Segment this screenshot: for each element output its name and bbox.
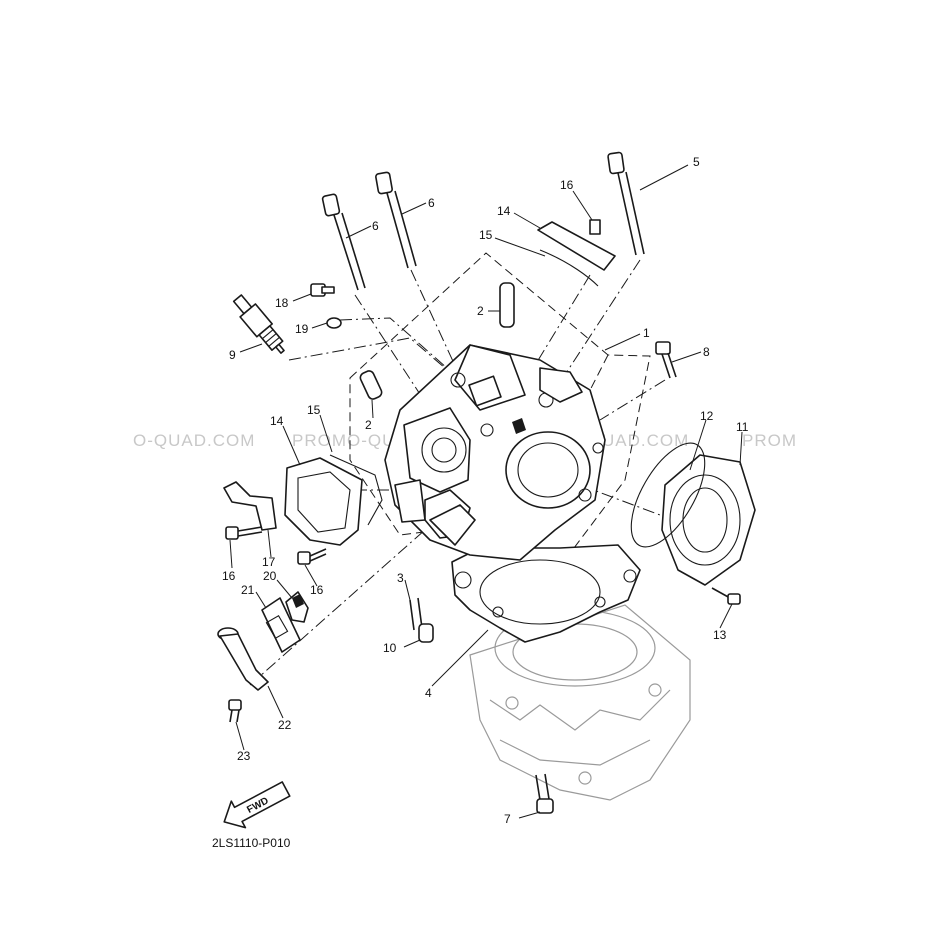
fwd-arrow-icon: FWD	[223, 781, 291, 829]
plate-21	[261, 597, 301, 653]
callout-20: 20	[263, 569, 277, 583]
callout-21: 21	[241, 583, 255, 597]
callout-3: 3	[397, 571, 404, 585]
callout-19: 19	[295, 322, 309, 336]
cap-20	[285, 591, 309, 623]
bolt-23	[228, 699, 242, 723]
stud-3	[409, 597, 423, 631]
dowel-2a	[499, 282, 515, 328]
bolt-8	[655, 341, 677, 379]
head-bolt-6a	[321, 193, 366, 291]
callout-23: 23	[237, 749, 251, 763]
callout-2: 2	[477, 304, 484, 318]
cylinder-head	[384, 344, 606, 561]
holder-11	[661, 454, 756, 586]
washer-19	[326, 317, 342, 329]
pipe-22	[217, 627, 269, 691]
washer-line	[339, 317, 456, 376]
bracket-17	[223, 481, 277, 531]
cylinder-body	[469, 604, 691, 801]
o-ring-12	[630, 442, 706, 548]
callout-numbers: 1 2 2 3 4 5 6 6 7 8 9 10 11 12 13 14 14 …	[222, 155, 749, 826]
callout-2: 2	[365, 418, 372, 432]
cylinder-head-frame	[349, 252, 651, 561]
callout-16: 16	[222, 569, 236, 583]
dowel-2b	[359, 370, 383, 400]
bolt-7	[535, 773, 554, 814]
callout-8: 8	[703, 345, 710, 359]
callout-13: 13	[713, 628, 727, 642]
callout-11: 11	[736, 420, 749, 434]
bolt-13	[711, 587, 741, 605]
spark-plug	[232, 294, 285, 354]
watermark: PROM	[742, 431, 797, 450]
callout-5: 5	[693, 155, 700, 169]
top-cover	[537, 219, 616, 287]
callout-1: 1	[643, 326, 650, 340]
callout-6: 6	[428, 196, 435, 210]
callout-15: 15	[307, 403, 321, 417]
bolt-line	[554, 259, 641, 391]
head-gasket	[451, 544, 641, 643]
callout-14: 14	[497, 204, 511, 218]
bolt-line	[354, 294, 451, 441]
callout-6: 6	[372, 219, 379, 233]
callout-15: 15	[479, 228, 493, 242]
bolt-16-top	[589, 219, 601, 235]
callout-14: 14	[270, 414, 284, 428]
callout-7: 7	[504, 812, 511, 826]
dowel-10	[418, 623, 434, 643]
bolt-18	[310, 283, 335, 297]
callout-16: 16	[310, 583, 324, 597]
diagram-code: 2LS1110-P010	[212, 836, 291, 850]
bolt-16-left	[225, 526, 263, 540]
callout-4: 4	[425, 686, 432, 700]
callout-18: 18	[275, 296, 289, 310]
callout-16: 16	[560, 178, 574, 192]
watermark: O-QUAD.COM	[133, 431, 255, 450]
bolt-line	[599, 379, 666, 421]
callout-17: 17	[262, 555, 276, 569]
callout-leaders	[229, 164, 743, 819]
callout-10: 10	[383, 641, 397, 655]
bolt-16-mid	[297, 548, 327, 565]
callout-22: 22	[278, 718, 292, 732]
callout-9: 9	[229, 348, 236, 362]
side-cover	[284, 454, 383, 546]
head-bolt-5	[607, 151, 645, 256]
callout-12: 12	[700, 409, 714, 423]
head-bolt-6b	[375, 171, 417, 269]
